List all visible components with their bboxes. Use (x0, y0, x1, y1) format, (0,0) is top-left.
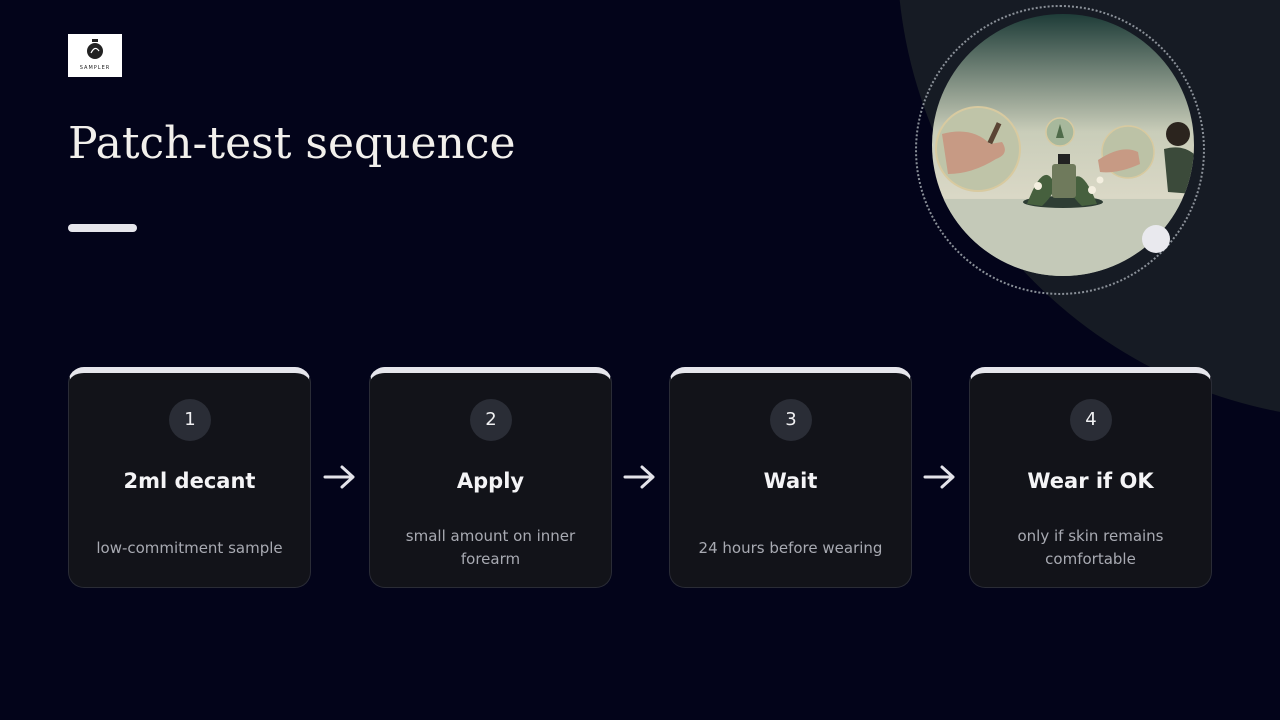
logo-text: SAMPLER (79, 65, 111, 71)
ring-indicator-dot (1142, 225, 1170, 253)
arrow-right-icon (323, 465, 355, 489)
step-card-3: 3 Wait 24 hours before wearing (669, 367, 912, 588)
step-number: 4 (1070, 399, 1112, 441)
step-description: small amount on inner forearm (405, 527, 576, 568)
step-title: Wait (763, 469, 818, 493)
step-number: 3 (770, 399, 812, 441)
step-card-2: 2 Apply small amount on inner forearm (369, 367, 612, 588)
arrow-right-icon (923, 465, 955, 489)
step-number: 2 (470, 399, 512, 441)
arrow-right-icon (623, 465, 655, 489)
title-underline (68, 224, 137, 232)
step-number: 1 (169, 399, 211, 441)
page-title: Patch-test sequence (68, 118, 516, 169)
perfume-bottle-icon (87, 39, 103, 59)
step-title: Wear if OK (1027, 469, 1154, 493)
step-description: only if skin remains comfortable (1017, 527, 1164, 568)
step-title: 2ml decant (123, 469, 256, 493)
step-description: low-commitment sample (96, 538, 283, 557)
dotted-ring (915, 5, 1205, 295)
step-description: 24 hours before wearing (698, 538, 883, 557)
step-card-4: 4 Wear if OK only if skin remains comfor… (969, 367, 1212, 588)
step-card-1: 1 2ml decant low-commitment sample (68, 367, 311, 588)
logo: SAMPLER (68, 34, 122, 77)
step-title: Apply (456, 469, 525, 493)
